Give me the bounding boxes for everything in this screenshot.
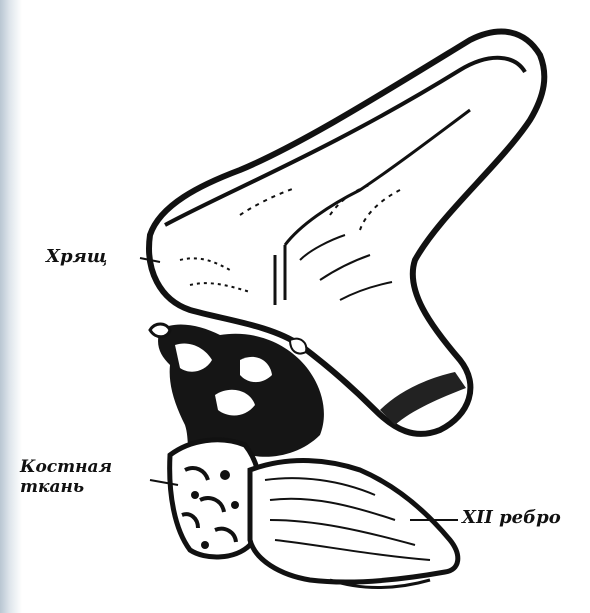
rib-shape [250,461,458,588]
label-bone-line1: Костная [20,458,112,478]
bone-tissue-shape [170,440,261,557]
label-bone-line2: ткань [20,478,112,498]
label-bone-tissue: Костная ткань [20,458,112,497]
label-cartilage: Хрящ [46,248,107,266]
label-rib: XII ребро [462,509,561,527]
